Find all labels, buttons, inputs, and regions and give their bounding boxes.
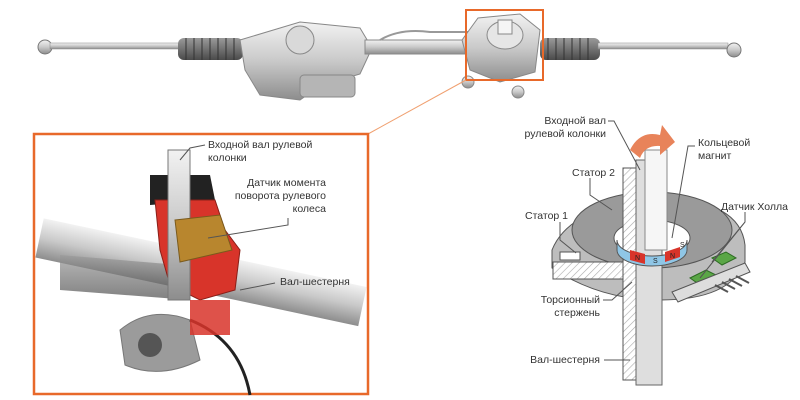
hall-sensor-chip (710, 251, 738, 266)
label-torsion-bar-2: стержень (554, 307, 600, 319)
left-boot (178, 38, 243, 60)
hall-sensor-connector (671, 262, 751, 303)
torque-sensor-part (174, 214, 233, 263)
highlight-box (465, 9, 544, 81)
steering-rack-assembly (37, 9, 742, 101)
label-stator-1: Статор 1 (525, 210, 568, 222)
motor-housing (239, 21, 373, 101)
input-shaft-part (644, 149, 668, 251)
label-stator-2: Статор 2 (572, 167, 615, 179)
label-pinion-shaft: Вал-шестерня (530, 354, 600, 366)
cable (379, 30, 470, 41)
magnet-pole-red (665, 247, 680, 262)
inset-label-pinion-shaft: Вал-шестерня (280, 276, 350, 288)
stator-1 (559, 251, 581, 261)
inset-label-input-shaft-2: колонки (208, 152, 247, 164)
magnet-pole-label: S (680, 242, 685, 249)
label-torsion-bar-1: Торсионный (541, 294, 600, 306)
torque-sensor-schematic: N S N S Входной вал рулевой колонки Стат… (525, 115, 788, 386)
ring-magnet-group: N S N S (616, 239, 688, 267)
rack-tube (364, 39, 466, 55)
boot-cutaway (60, 255, 190, 300)
magnet-pole-label: N (635, 255, 640, 262)
magnet-pole-red (630, 250, 645, 264)
callout-connector (367, 79, 467, 135)
rotation-arrow-icon (630, 125, 675, 158)
inset-label-torque-sensor-2: поворота рулевого (235, 190, 326, 202)
right-tie-rod (597, 42, 742, 58)
sensor-housing (461, 13, 541, 99)
magnet-pole-label: S (653, 258, 658, 265)
inset-label-input-shaft-1: Входной вал рулевой (208, 139, 313, 151)
inset-label-torque-sensor-3: колеса (293, 203, 327, 215)
inset-label-torque-sensor-1: Датчик момента (247, 177, 326, 189)
label-ring-magnet-2: магнит (698, 150, 732, 162)
label-hall-sensor: Датчик Холла (721, 201, 788, 213)
label-input-shaft-1: Входной вал (544, 115, 606, 127)
label-input-shaft-2: рулевой колонки (525, 128, 607, 140)
magnet-pole-label: N (670, 253, 675, 260)
left-tie-rod (37, 39, 181, 55)
label-ring-magnet-1: Кольцевой (698, 137, 750, 149)
cutaway-inset: Входной вал рулевой колонки Датчик момен… (32, 132, 370, 396)
right-boot (540, 38, 600, 60)
pinion-flange-section (552, 261, 629, 280)
